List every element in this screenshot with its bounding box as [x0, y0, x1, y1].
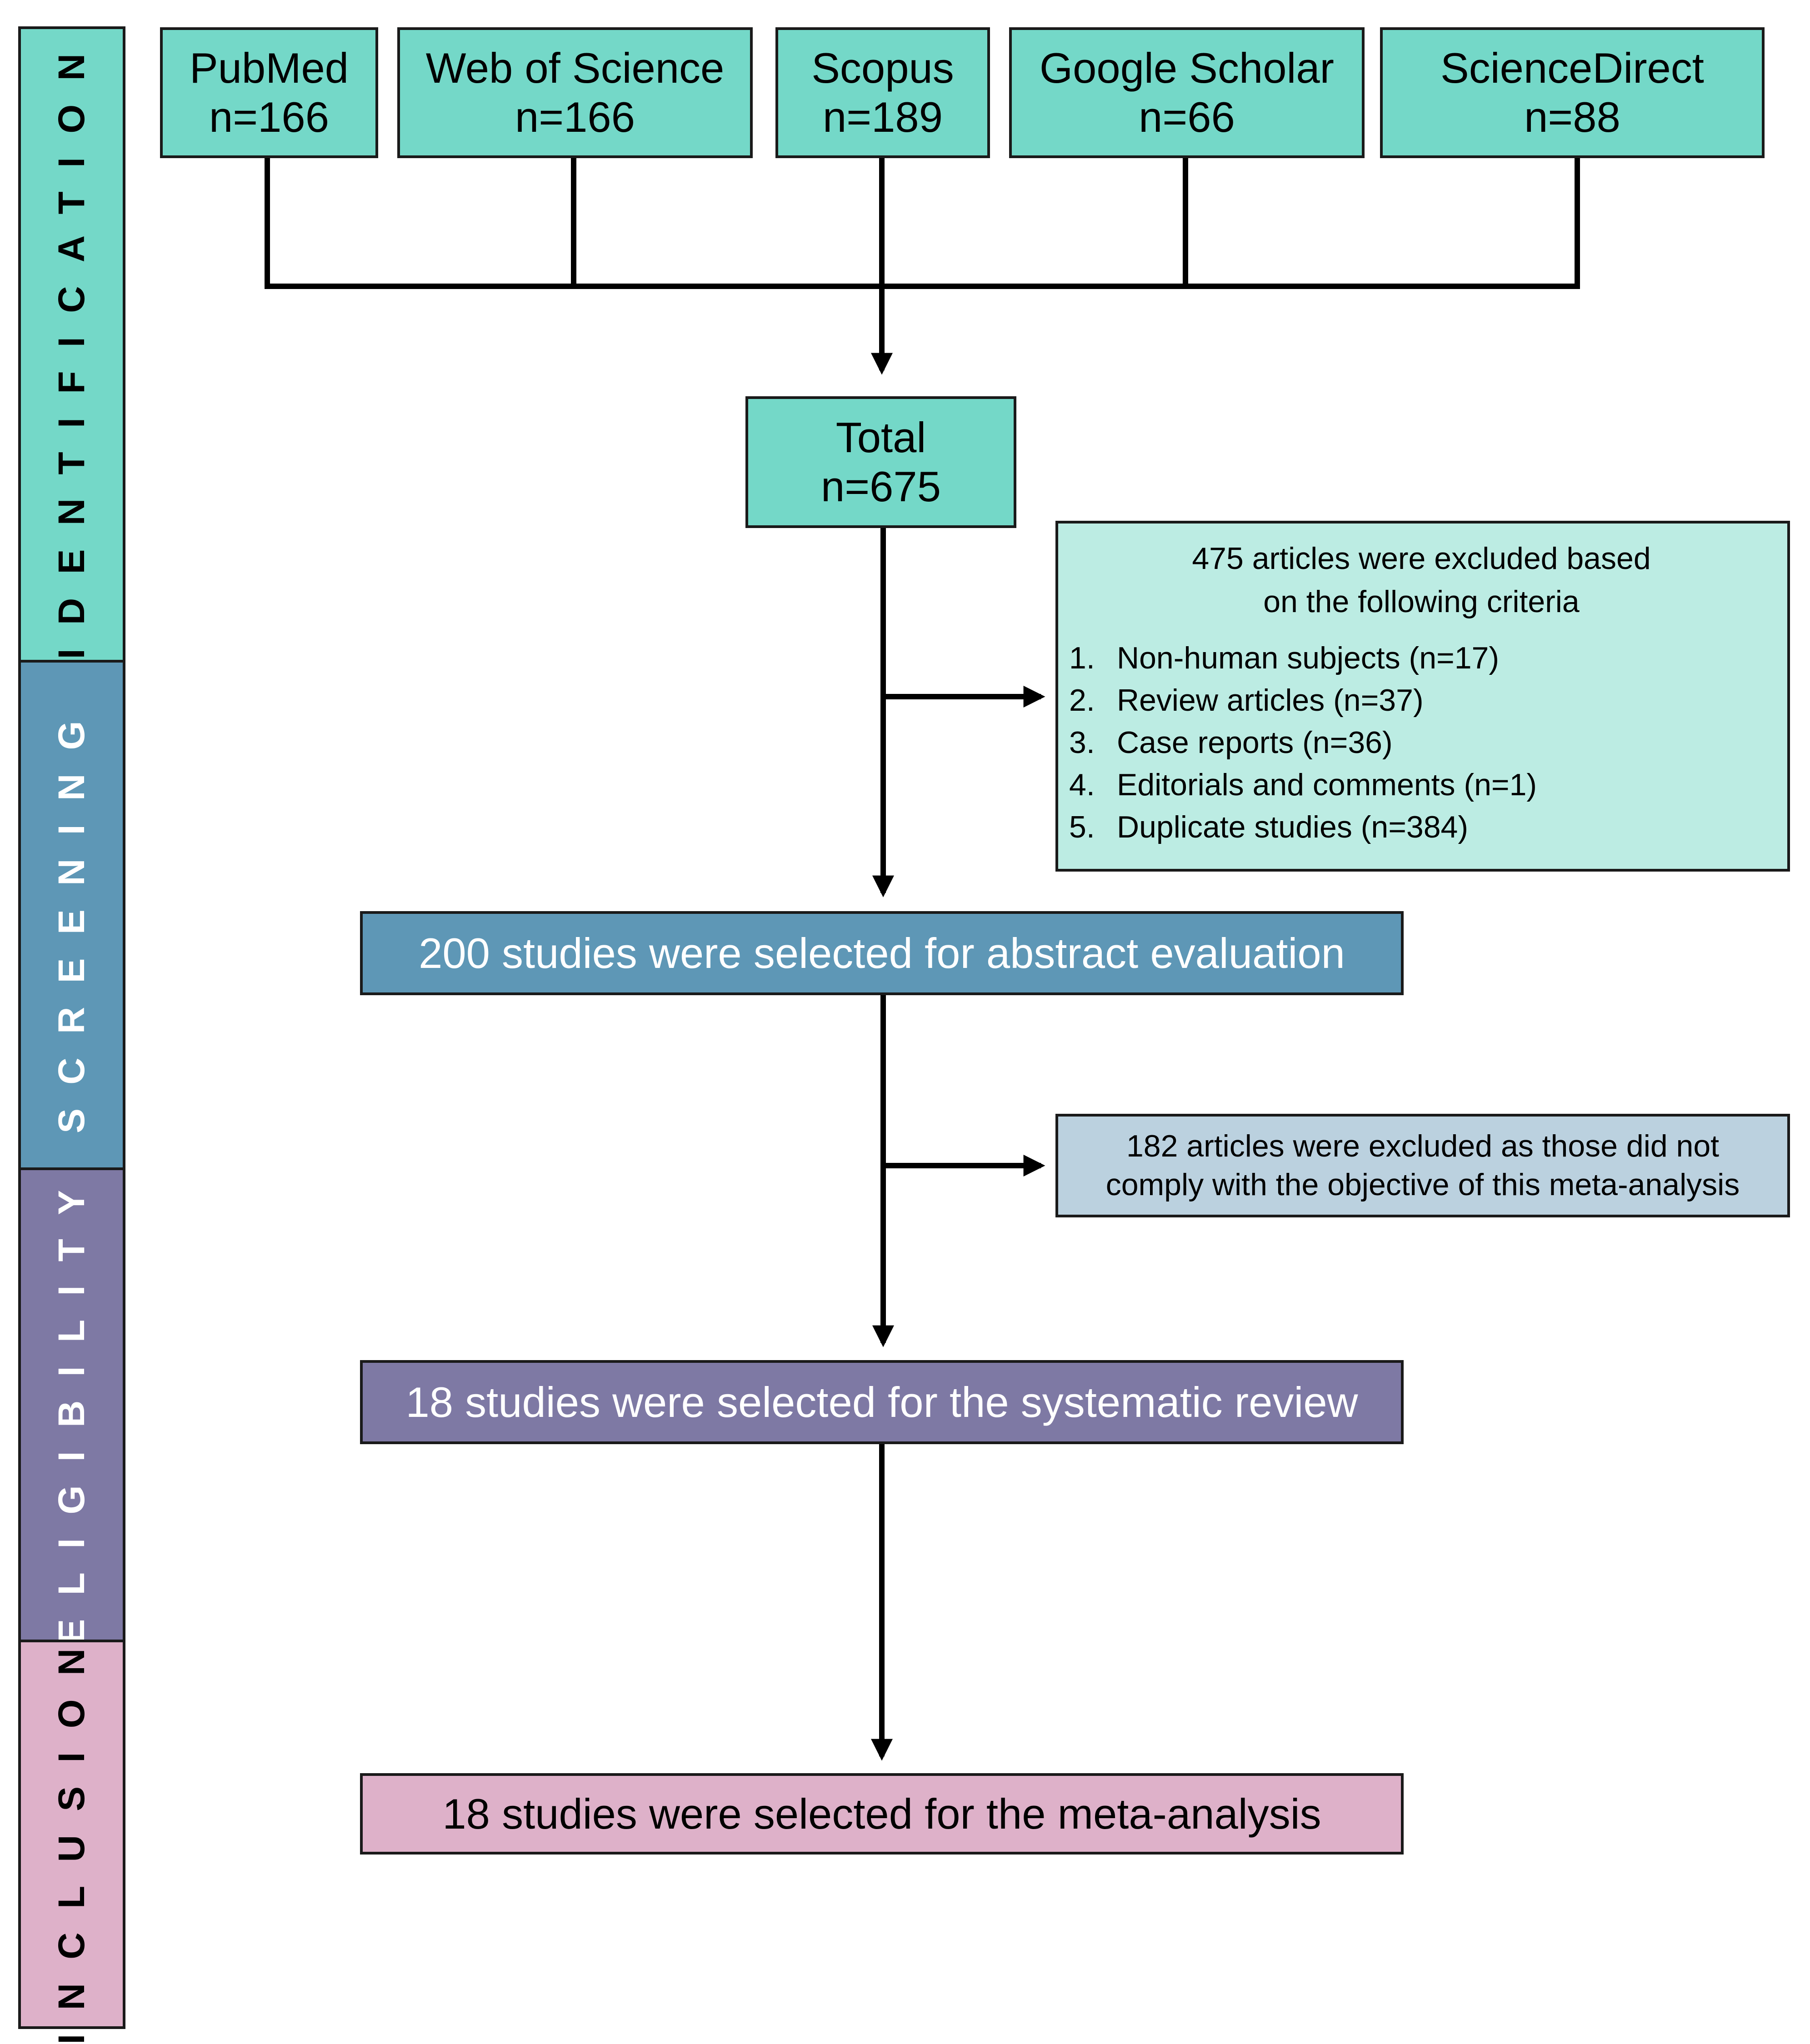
source-count: n=166 [209, 93, 329, 141]
exclusion-box-criteria: 475 articles were excluded based on the … [1055, 521, 1790, 872]
exclusion-criteria-heading: 475 articles were excluded based on the … [1192, 541, 1651, 619]
total-box: Total n=675 [745, 396, 1016, 528]
inclusion-box: 18 studies were selected for the meta-an… [360, 1773, 1404, 1855]
phase-identification: IDENTIFICATION [18, 26, 125, 663]
source-count: n=189 [822, 93, 943, 141]
source-count: n=88 [1524, 93, 1620, 141]
list-item-text: Editorials and comments (n=1) [1117, 768, 1537, 803]
source-box-scopus: Scopus n=189 [775, 27, 990, 158]
source-name: PubMed [189, 44, 349, 92]
total-count: n=675 [820, 463, 941, 510]
total-label: Total [835, 413, 926, 461]
list-item: 2. Review articles (n=37) [1069, 679, 1537, 722]
source-box-sciencedirect: ScienceDirect n=88 [1380, 27, 1765, 158]
list-item-text: Review articles (n=37) [1117, 683, 1424, 718]
phase-inclusion: INCLUSION [18, 1625, 125, 2044]
list-item-text: Duplicate studies (n=384) [1117, 810, 1469, 845]
exclusion-objective-text: 182 articles were excluded as those did … [1105, 1129, 1740, 1202]
source-name: Scopus [811, 44, 954, 92]
list-item-number: 4. [1069, 768, 1095, 803]
screening-box: 200 studies were selected for abstract e… [360, 911, 1404, 995]
list-item-number: 3. [1069, 725, 1095, 760]
source-name: Web of Science [425, 44, 725, 92]
source-name: ScienceDirect [1440, 44, 1704, 92]
list-item: 4. Editorials and comments (n=1) [1069, 764, 1537, 806]
list-item-number: 2. [1069, 683, 1095, 718]
source-box-web-of-science: Web of Science n=166 [397, 27, 753, 158]
exclusion-box-objective: 182 articles were excluded as those did … [1055, 1114, 1790, 1217]
source-box-pubmed: PubMed n=166 [160, 27, 378, 158]
list-item: 1. Non-human subjects (n=17) [1069, 637, 1537, 679]
source-name: Google Scholar [1040, 44, 1334, 92]
list-item-text: Non-human subjects (n=17) [1117, 641, 1500, 676]
eligibility-text: 18 studies were selected for the systema… [405, 1378, 1358, 1426]
list-item-number: 1. [1069, 641, 1095, 676]
source-count: n=166 [515, 93, 635, 141]
phase-screening: SCREENING [18, 660, 125, 1170]
list-item-text: Case reports (n=36) [1117, 725, 1393, 760]
list-item-number: 5. [1069, 810, 1095, 845]
source-box-google-scholar: Google Scholar n=66 [1009, 27, 1365, 158]
list-item: 3. Case reports (n=36) [1069, 722, 1537, 764]
exclusion-criteria-list: 1. Non-human subjects (n=17) 2. Review art… [1069, 637, 1537, 848]
source-count: n=66 [1139, 93, 1235, 141]
eligibility-box: 18 studies were selected for the systema… [360, 1360, 1404, 1444]
screening-text: 200 studies were selected for abstract e… [419, 929, 1345, 977]
inclusion-text: 18 studies were selected for the meta-an… [442, 1790, 1321, 1838]
list-item: 5. Duplicate studies (n=384) [1069, 806, 1537, 848]
